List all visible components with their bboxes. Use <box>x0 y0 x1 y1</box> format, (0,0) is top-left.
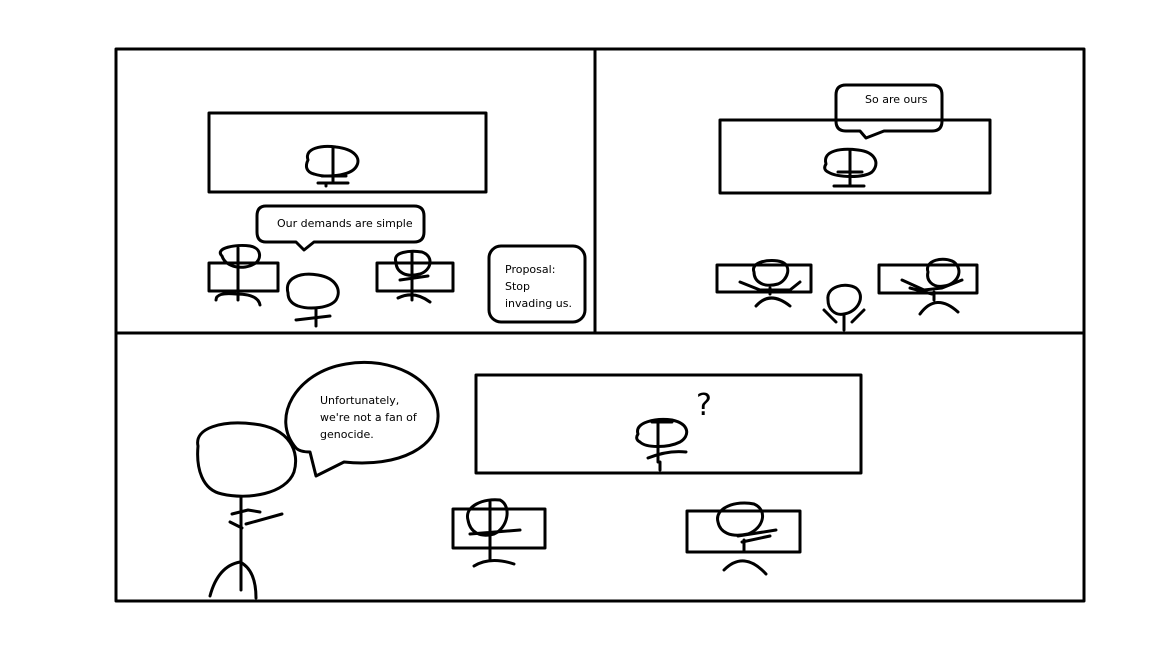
speech-line-1: Unfortunately, <box>320 394 400 407</box>
podium-main-right <box>718 118 992 195</box>
speaker-figure-bottom <box>635 418 689 472</box>
question-mark: ? <box>696 388 712 423</box>
speech-bubble-demands <box>255 204 426 252</box>
speaker-figure-right <box>823 147 878 188</box>
desk-figure-left-2 <box>715 258 813 308</box>
proposal-line-3: invading us. <box>505 297 572 310</box>
desk-figure-left <box>207 244 280 307</box>
foreground-figure <box>285 272 340 328</box>
speech-bubble-genocide <box>284 360 440 478</box>
speech-text-ours: So are ours <box>865 93 928 106</box>
speech-line-2: we're not a fan of <box>320 411 417 424</box>
desk-figure-right <box>375 249 455 304</box>
proposal-line-1: Proposal: <box>505 263 556 276</box>
proposal-line-2: Stop <box>505 280 531 293</box>
speech-text-demands: Our demands are simple <box>277 217 413 230</box>
desk-figure-left-3 <box>451 498 547 568</box>
panel-2 <box>715 83 992 332</box>
panel-1 <box>207 111 587 328</box>
proposal-note <box>487 244 587 324</box>
big-figure <box>196 421 298 600</box>
panel-3 <box>196 360 863 600</box>
speech-line-3: genocide. <box>320 428 374 441</box>
podium-main-bottom <box>474 373 863 475</box>
comic-frame <box>114 47 1086 603</box>
podium-main <box>207 111 488 194</box>
desk-figure-right-3 <box>685 501 802 576</box>
speaker-figure <box>304 144 360 188</box>
center-figure-2 <box>822 283 866 332</box>
speech-bubble-ours <box>834 83 944 140</box>
desk-figure-right-2 <box>877 257 979 316</box>
